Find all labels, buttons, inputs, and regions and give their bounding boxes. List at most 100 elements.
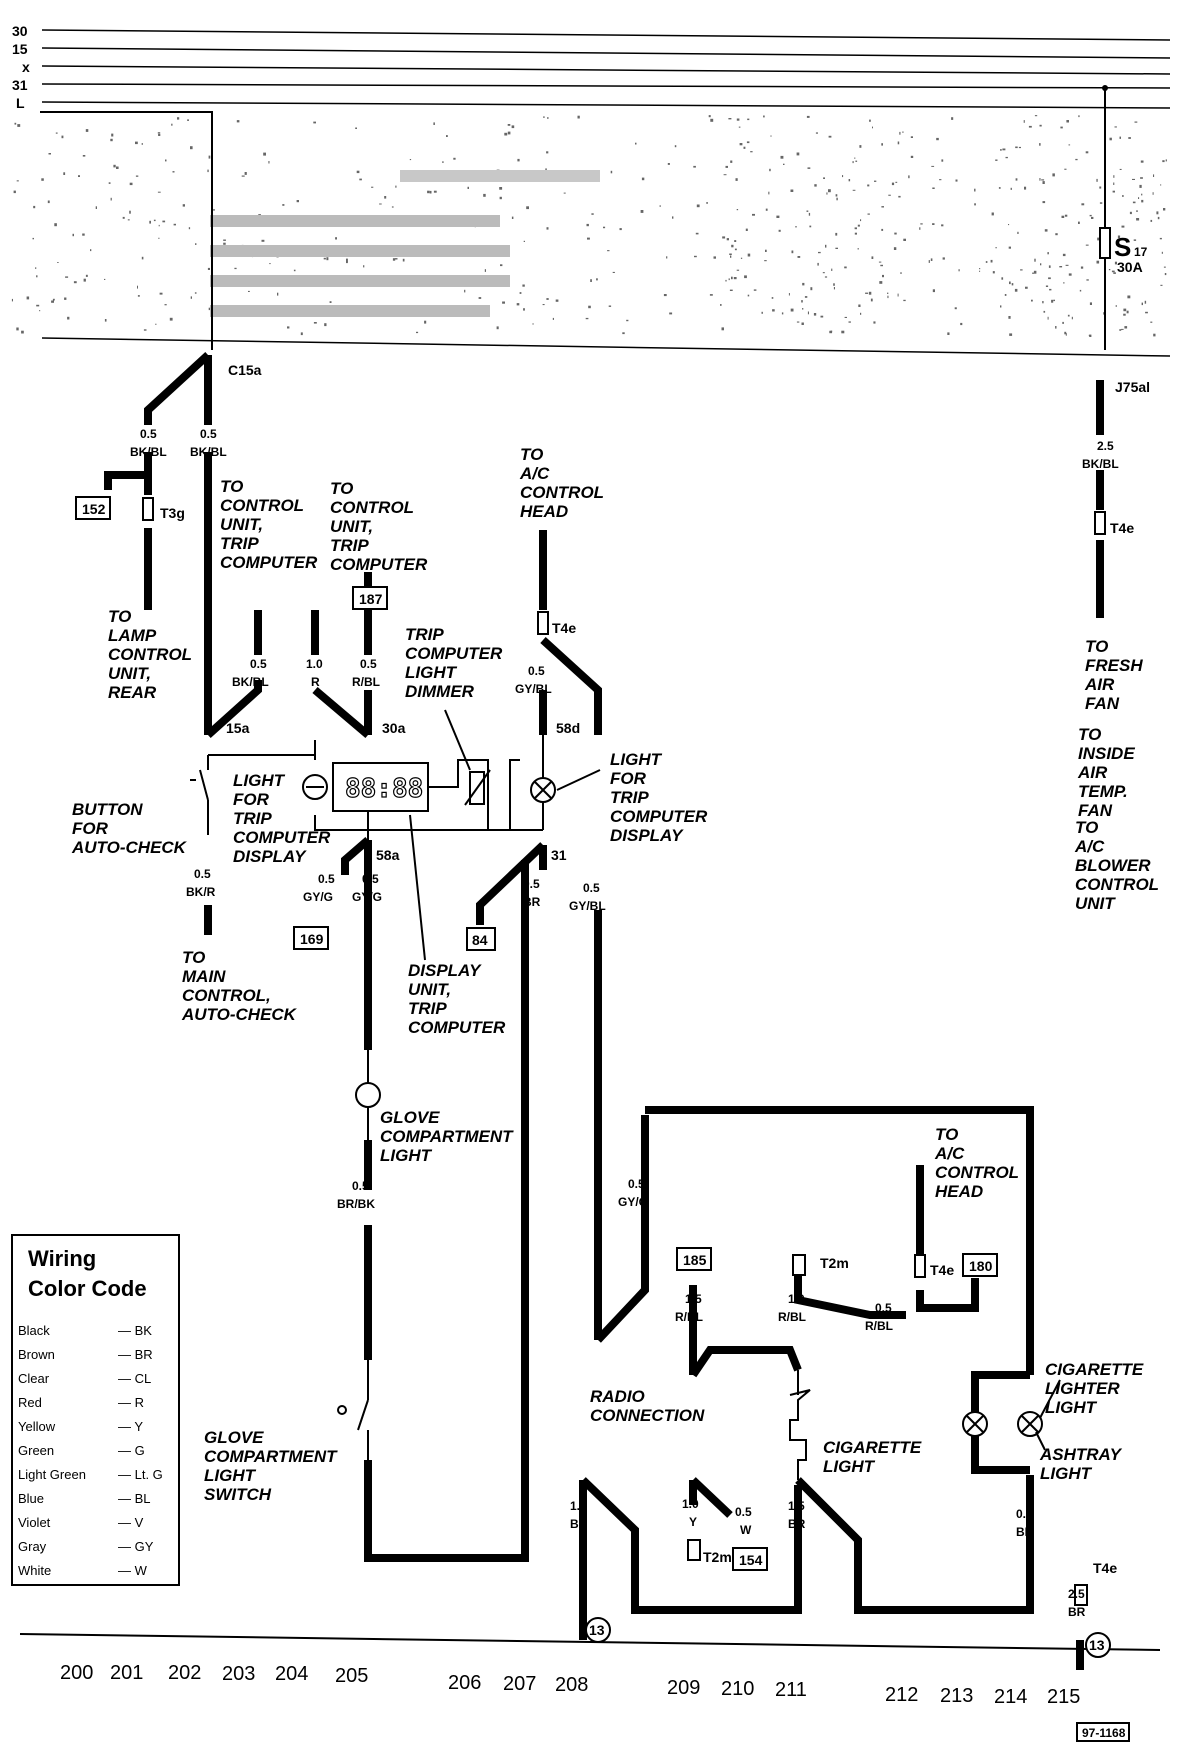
connector-t4e-a-icon	[537, 611, 549, 635]
ref-84: 84	[472, 932, 488, 948]
column-number: 206	[448, 1672, 481, 1694]
wire-label: GY/BL	[515, 682, 552, 696]
note-line: INSIDE	[1078, 744, 1135, 763]
wire-label: 0.5	[362, 872, 379, 886]
legend-color-code: — G	[118, 1443, 145, 1458]
connector-t2m-b: T2m	[703, 1549, 732, 1565]
note-line: UNIT	[1075, 894, 1116, 913]
note-line: LIGHT	[823, 1457, 876, 1476]
note-line: CONTROL	[220, 496, 304, 515]
connector-t4e-a: T4e	[552, 620, 576, 636]
note-line: CIGARETTE	[823, 1438, 922, 1457]
legend-title-2: Color Code	[28, 1276, 147, 1301]
wire-label: 1.0	[682, 1497, 699, 1511]
ref-180: 180	[969, 1258, 993, 1274]
note-line: CONNECTION	[590, 1406, 705, 1425]
note-line: TO	[108, 607, 131, 626]
connector-t2m-b-icon	[687, 1539, 701, 1561]
legend-color-code: — BK	[118, 1323, 152, 1338]
note-line: CONTROL	[108, 645, 192, 664]
ref-152: 152	[82, 501, 106, 517]
ref-154: 154	[739, 1552, 763, 1568]
wire-label: 0.5	[1016, 1507, 1033, 1521]
note-line: CONTROL,	[182, 986, 271, 1005]
connector-labels: T3g T4e T4e T4e T2m T2m T4e	[160, 505, 1134, 1576]
wire-label: 1.0	[306, 657, 323, 671]
note-line: FRESH	[1085, 656, 1143, 675]
wire-labels: 0.5 BK/BL 0.5 BK/BL 0.5 BK/BL 1.0 R 0.5 …	[130, 427, 1119, 1619]
connector-c15a: C15a	[228, 362, 262, 378]
wire-label: BK/BL	[190, 445, 227, 459]
note-line: TRIP	[405, 625, 444, 644]
trip-computer-block: 88:88	[190, 709, 601, 961]
note-line: LIGHT	[1045, 1398, 1098, 1417]
column-number: 215	[1047, 1686, 1080, 1708]
note-line: FAN	[1085, 694, 1120, 713]
note-line: TRIP	[233, 809, 272, 828]
note-line: AUTO-CHECK	[71, 838, 188, 857]
connector-t4e-d-icon	[1074, 1584, 1088, 1606]
note-line: TRIP	[220, 534, 259, 553]
note-line: DISPLAY	[610, 826, 684, 845]
connector-t2m-a: T2m	[820, 1255, 849, 1271]
wire-label: BK/BL	[232, 675, 269, 689]
note-line: GLOVE	[380, 1108, 440, 1127]
bus-label-x: x	[22, 59, 30, 75]
connector-t4e-c: T4e	[930, 1262, 954, 1278]
legend-color-code: — Y	[118, 1419, 143, 1434]
legend-color-name: Yellow	[18, 1419, 56, 1434]
fuse-s17-icon	[1099, 227, 1111, 259]
wire-group	[104, 352, 1104, 1670]
note-line: A/C	[519, 464, 550, 483]
column-number: 214	[994, 1686, 1027, 1708]
s17-fuse-branch: S 17 30A	[1099, 85, 1148, 350]
note-line: COMPUTER	[330, 555, 428, 574]
terminal-31: 31	[551, 847, 567, 863]
legend-color-code: — GY	[118, 1539, 154, 1554]
fuse-number: 17	[1134, 245, 1148, 259]
glove-components	[337, 1050, 381, 1460]
note-line: CONTROL	[520, 483, 604, 502]
column-number: 211	[775, 1679, 807, 1701]
note-line: REAR	[108, 683, 157, 702]
wire-label: BK/BL	[1082, 457, 1119, 471]
relay-panel	[11, 115, 1171, 357]
wire-label: BK/R	[186, 885, 216, 899]
note-line: LIGHT	[380, 1146, 433, 1165]
wire-label: 1.5	[685, 1292, 702, 1306]
legend-color-code: — Lt. G	[118, 1467, 163, 1482]
legend-color-code: — R	[118, 1395, 144, 1410]
note-line: TO	[1085, 637, 1108, 656]
scan-noise	[11, 115, 1167, 337]
legend-color-name: White	[18, 1563, 51, 1578]
wire-label: GY/BL	[569, 899, 606, 913]
note-line: CIGARETTE	[1045, 1360, 1144, 1379]
legend-color-code: — BL	[118, 1491, 151, 1506]
note-line: TO	[1078, 725, 1101, 744]
wire-label: GY/G	[352, 890, 382, 904]
bus-label-15: 15	[12, 41, 28, 57]
wire-l-bus	[40, 111, 213, 350]
note-line: TO	[1075, 818, 1098, 837]
wire-label: 1.5	[570, 1499, 587, 1513]
note-line: TRIP	[610, 788, 649, 807]
note-line: COMPUTER	[610, 807, 708, 826]
connector-t4e-d: T4e	[1093, 1560, 1117, 1576]
legend-color-name: Black	[18, 1323, 50, 1338]
legend-color-name: Red	[18, 1395, 42, 1410]
wire-label: GY/G	[303, 890, 333, 904]
wire-label: 0.5	[318, 872, 335, 886]
wire-label: 0.5	[528, 664, 545, 678]
note-line: FOR	[72, 819, 109, 838]
note-line: CONTROL	[1075, 875, 1159, 894]
wire-label: 0.5	[352, 1179, 369, 1193]
